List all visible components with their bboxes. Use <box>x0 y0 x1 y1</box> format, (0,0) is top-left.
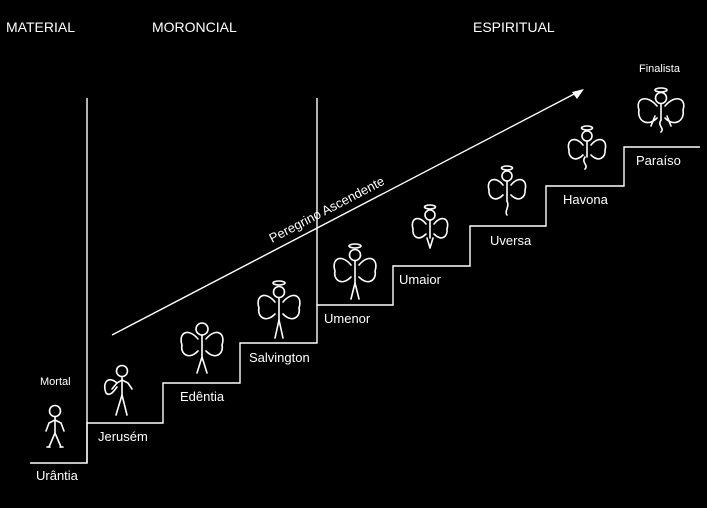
step-label-umenor: Umenor <box>324 311 371 326</box>
angel-icon <box>411 204 449 249</box>
mortal-label: Mortal <box>40 376 71 388</box>
step-label-paraiso: Paraíso <box>636 153 681 168</box>
header-espiritual: ESPIRITUAL <box>473 19 555 35</box>
winged-figure-icon <box>180 322 224 374</box>
step-label-umaior: Umaior <box>399 272 442 287</box>
angel-icon <box>567 125 607 170</box>
step-label-havona: Havona <box>563 192 609 207</box>
winged-figure-icon <box>103 364 133 416</box>
step-label-jerusem: Jerusém <box>98 429 148 444</box>
header-moroncial: MORONCIAL <box>152 19 237 35</box>
ascension-arrow-line <box>111 91 579 336</box>
angel-icon <box>257 280 301 339</box>
step-label-urantia: Urântia <box>36 468 79 483</box>
step-label-uversa: Uversa <box>490 233 532 248</box>
stick-figure-icon <box>45 404 65 448</box>
angel-icon <box>637 87 685 133</box>
angel-icon <box>487 165 527 216</box>
finalista-label: Finalista <box>639 63 681 75</box>
staircase-line <box>30 146 700 464</box>
arrow-label: Peregrino Ascendente <box>266 173 386 245</box>
angel-icon <box>333 243 377 300</box>
step-label-salvington: Salvington <box>249 350 310 365</box>
step-label-edentia: Edêntia <box>180 389 225 404</box>
header-material: MATERIAL <box>6 19 75 35</box>
arrow-head-icon <box>572 89 584 99</box>
